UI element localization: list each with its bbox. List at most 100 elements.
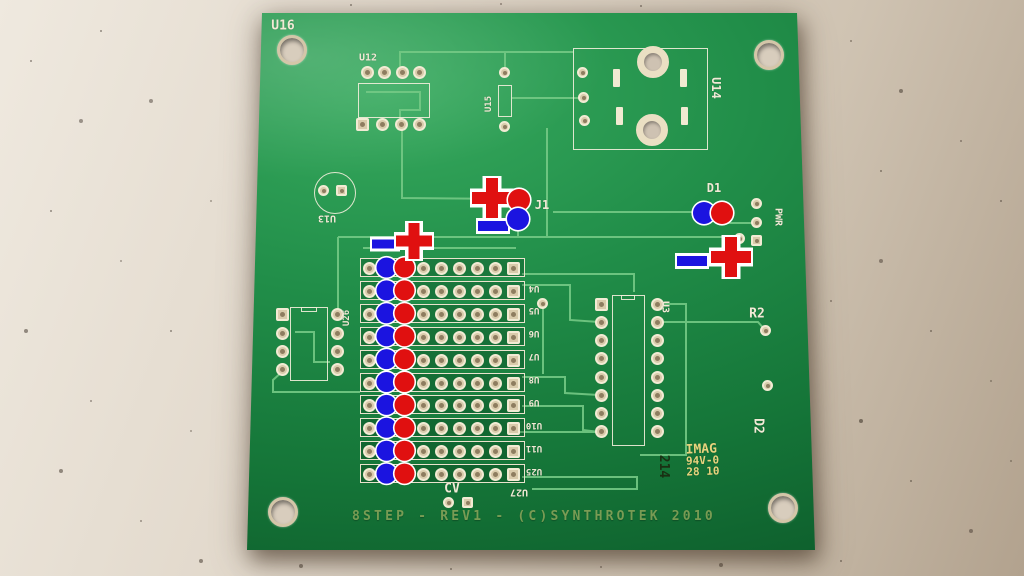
step-row-label: U5 — [528, 305, 540, 316]
u15-outline — [498, 85, 512, 117]
pad — [579, 115, 590, 126]
pad — [380, 445, 394, 459]
step-row-label: U11 — [525, 442, 543, 453]
pad — [650, 297, 664, 311]
pad — [276, 327, 289, 340]
pad — [452, 262, 466, 275]
pad — [452, 284, 466, 298]
pad — [434, 445, 448, 459]
step-row-label: U25 — [525, 465, 543, 476]
u12-outline — [358, 83, 430, 118]
pad — [416, 330, 430, 344]
pad — [470, 330, 484, 344]
pad — [380, 330, 394, 344]
pad — [488, 284, 502, 298]
pad — [416, 353, 430, 367]
u3-notch — [621, 295, 635, 300]
pad — [488, 262, 502, 275]
pad — [362, 284, 376, 298]
label-cv: CV — [444, 481, 460, 497]
step-row-label: U6 — [528, 328, 540, 339]
pad — [506, 307, 520, 321]
step-row — [359, 349, 525, 369]
pad — [276, 345, 289, 358]
pad — [380, 376, 394, 390]
pad — [398, 422, 412, 436]
pad — [650, 370, 664, 384]
pad — [378, 66, 391, 79]
label-u27: U27 — [509, 486, 529, 498]
step-row-label: U9 — [528, 397, 540, 407]
pad — [362, 353, 376, 367]
pad — [416, 376, 430, 390]
pad — [434, 376, 448, 390]
pad — [594, 297, 608, 311]
step-row — [359, 395, 525, 415]
pad — [506, 422, 520, 436]
step-row — [359, 464, 525, 484]
pad — [362, 468, 376, 482]
d2-pad — [762, 380, 773, 391]
mounting-hole — [277, 35, 307, 65]
u26-outline — [290, 307, 328, 381]
r2-pad — [760, 325, 771, 336]
pad — [413, 118, 426, 131]
pad — [577, 67, 588, 78]
pad — [488, 468, 502, 482]
pad — [470, 445, 484, 459]
pad — [416, 445, 430, 459]
pad — [470, 399, 484, 413]
pad — [452, 422, 466, 436]
label-u13: U13 — [317, 212, 337, 224]
pad — [416, 284, 430, 298]
step-row-label: U4 — [528, 282, 540, 293]
pad — [361, 66, 374, 79]
pad — [416, 399, 430, 413]
pad — [452, 307, 466, 321]
date-stamp: 214 — [656, 454, 672, 479]
pad — [434, 468, 448, 482]
imag-line3: 28 10 — [686, 464, 720, 479]
pad — [362, 399, 376, 413]
step-row-label: U7 — [528, 351, 540, 362]
pad — [362, 307, 376, 321]
pad — [594, 351, 608, 365]
pad — [680, 69, 687, 87]
pad — [398, 399, 412, 413]
u13-outline — [314, 172, 356, 214]
board-title-text: 8STEP - REV1 - (C)SYNTHROTEK 2010 — [352, 509, 716, 524]
pad — [650, 388, 664, 402]
u14-outline — [573, 48, 708, 150]
pad — [380, 399, 394, 413]
label-u3: U3 — [659, 300, 671, 314]
pad — [506, 330, 520, 344]
cv-pad — [462, 497, 473, 508]
pad — [276, 308, 289, 321]
pad — [506, 445, 520, 459]
step-row — [359, 372, 525, 392]
mounting-hole — [754, 40, 784, 70]
pad — [398, 307, 412, 321]
pad — [362, 376, 376, 390]
pad — [434, 330, 448, 344]
label-j1: J1 — [534, 198, 550, 212]
pad — [506, 468, 520, 482]
pad — [537, 298, 548, 309]
pad — [362, 445, 376, 459]
pad — [499, 67, 510, 78]
u26-notch — [301, 307, 317, 312]
pad — [380, 422, 394, 436]
pad — [380, 307, 394, 321]
label-u15: U15 — [484, 95, 494, 113]
label-u26: U26 — [342, 309, 352, 327]
pad — [506, 399, 520, 413]
pad — [650, 351, 664, 365]
pad — [331, 327, 344, 340]
pad — [613, 69, 620, 87]
label-r2: R2 — [749, 306, 765, 322]
pad — [470, 307, 484, 321]
pad — [650, 424, 664, 438]
label-pwr: PWR — [772, 207, 784, 227]
